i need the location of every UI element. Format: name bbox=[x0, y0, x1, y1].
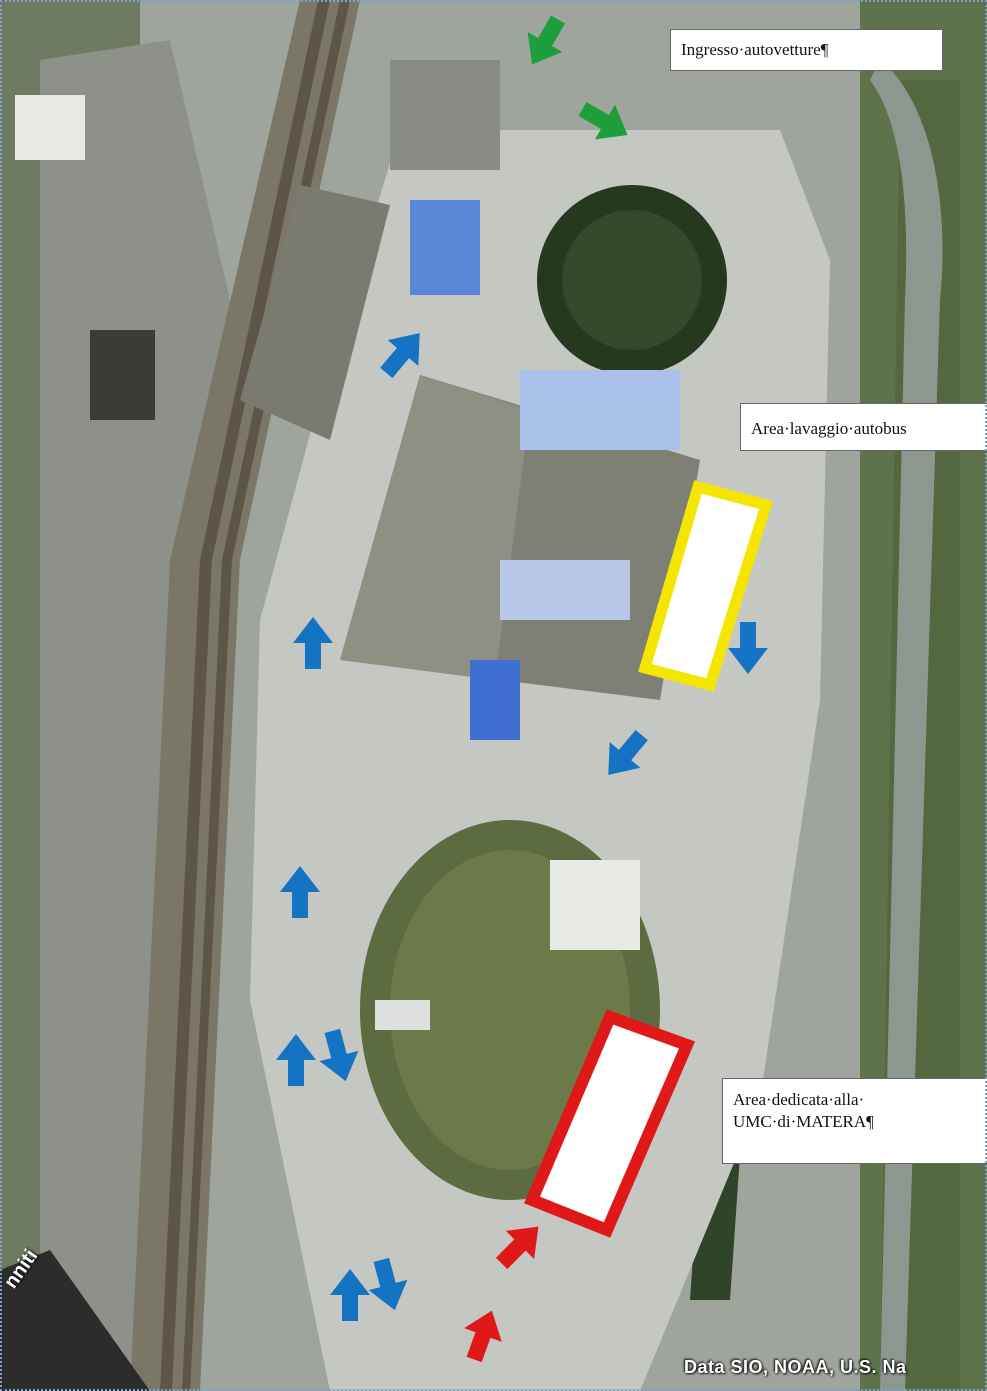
blue-arrow-icon bbox=[293, 617, 333, 669]
green-arrow-icon bbox=[572, 91, 638, 153]
umc-area-label: Area·dedicata·alla· UMC·di·MATERA¶ bbox=[722, 1078, 987, 1164]
blue-arrow-icon bbox=[592, 722, 658, 788]
blue-arrow-icon bbox=[370, 320, 436, 386]
car-entrance-text: Ingresso·autovetture¶ bbox=[681, 40, 829, 59]
blue-arrow-icon bbox=[330, 1269, 370, 1321]
car-entrance-label: Ingresso·autovetture¶ bbox=[670, 29, 943, 71]
blue-arrow-icon bbox=[728, 622, 768, 674]
bus-wash-area-label: Area·lavaggio·autobus bbox=[740, 403, 987, 451]
map-attribution: Data SIO, NOAA, U.S. Na bbox=[684, 1357, 907, 1377]
blue-arrow-icon bbox=[312, 1025, 366, 1087]
green-arrow-icon bbox=[514, 9, 576, 75]
blue-arrow-icon bbox=[280, 866, 320, 918]
umc-area-text-line2: UMC·di·MATERA¶ bbox=[733, 1112, 874, 1131]
blue-arrow-icon bbox=[361, 1254, 415, 1316]
red-arrow-icon bbox=[487, 1212, 553, 1278]
blue-arrow-icon bbox=[276, 1034, 316, 1086]
umc-area-text-line1: Area·dedicata·alla· bbox=[733, 1090, 865, 1109]
bus-wash-area-text: Area·lavaggio·autobus bbox=[751, 419, 907, 438]
red-arrow-icon bbox=[455, 1303, 511, 1367]
